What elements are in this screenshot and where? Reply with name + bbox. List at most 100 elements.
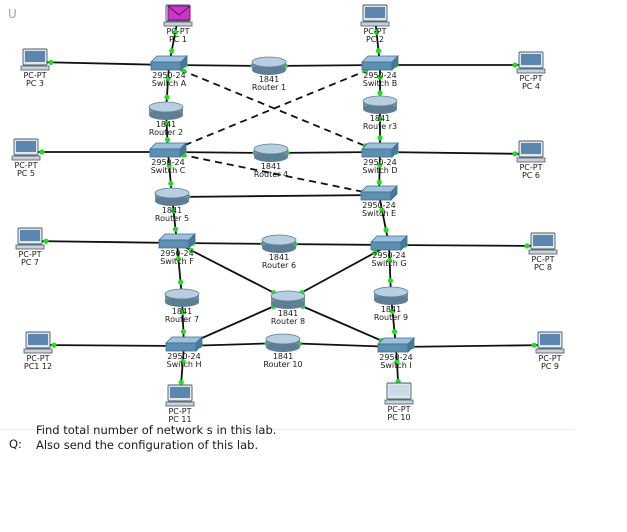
router-model-label: 1841	[278, 309, 298, 318]
link-dots-layer	[39, 29, 537, 385]
switch-icon-side	[180, 55, 188, 71]
switch-icon	[370, 241, 402, 251]
divider	[0, 429, 574, 430]
pc-screen	[365, 7, 385, 18]
link-swG-r8	[287, 244, 390, 301]
envelope-icon	[167, 5, 191, 21]
switch-icon	[149, 148, 181, 158]
switch-model-label: 2950-24	[151, 158, 184, 167]
link-status-dot	[180, 309, 186, 315]
switch-model-label: 2950-24	[379, 353, 412, 362]
switch-icon-side	[195, 336, 203, 352]
pc-screen	[16, 141, 36, 152]
pc-keyboard-icon	[528, 249, 558, 255]
pc-name-label: PC 10	[387, 413, 410, 422]
link-status-dot	[383, 227, 389, 233]
link-status-dot	[512, 62, 518, 68]
switch-model-label: 2950-24	[363, 158, 396, 167]
switch-icon-side	[400, 235, 408, 251]
link-status-dot	[178, 379, 184, 385]
router-name-label: Router 6	[262, 261, 296, 270]
switch-icon-side	[391, 55, 399, 71]
router-icon	[261, 234, 297, 246]
router-icon	[270, 290, 306, 302]
corner-mark: U	[8, 7, 17, 21]
router-icon-base	[374, 295, 408, 305]
link-status-dot	[181, 68, 187, 74]
router-icon	[253, 143, 289, 155]
switch-model-label: 2950-24	[152, 71, 185, 80]
link-status-dot	[375, 48, 382, 54]
router-icon-base	[266, 342, 300, 352]
router-icon	[148, 101, 184, 113]
pc-screen	[521, 143, 541, 154]
router-name-label: Router 9	[374, 313, 408, 322]
switch-icon	[165, 342, 197, 352]
pc-name-label: PC 11	[168, 415, 191, 424]
link-status-dot	[376, 179, 382, 185]
link-status-dot	[175, 256, 181, 262]
link-status-dot	[512, 151, 518, 157]
pc-type-label: PC-PT	[538, 354, 561, 363]
pc-name-label: PC1 12	[24, 362, 52, 371]
router-name-label: Router 5	[155, 214, 189, 223]
link-status-dot	[43, 238, 49, 244]
pc-screen	[540, 334, 560, 345]
pc-name-label: PC 7	[21, 258, 39, 267]
pc-type-label: PC-PT	[26, 354, 49, 363]
switch-name-label: Switch D	[362, 166, 397, 175]
pc-type-label: PC-PT	[18, 250, 41, 259]
router-icon	[251, 56, 287, 68]
pc-name-label: PC 3	[26, 79, 44, 88]
switch-icon-side	[390, 185, 398, 201]
router-icon	[373, 286, 409, 298]
pc-keyboard-icon	[11, 155, 41, 161]
pc-keyboard-icon	[23, 348, 53, 354]
pc-keyboard-icon	[360, 21, 390, 27]
link-status-dot	[172, 226, 179, 232]
pc-type-label: PC-PT	[519, 163, 542, 172]
switch-icon	[361, 61, 393, 71]
question-line-2: Also send the configuration of this lab.	[36, 438, 259, 452]
link-pc7-swF	[29, 240, 178, 244]
router-icon	[362, 95, 398, 107]
router-icon-base	[254, 152, 288, 162]
switch-icon-side	[407, 337, 415, 353]
link-status-dot	[524, 243, 530, 249]
router-icon-base	[252, 65, 286, 75]
router-name-label: Router 1	[252, 83, 286, 92]
link-status-dot	[48, 59, 54, 65]
